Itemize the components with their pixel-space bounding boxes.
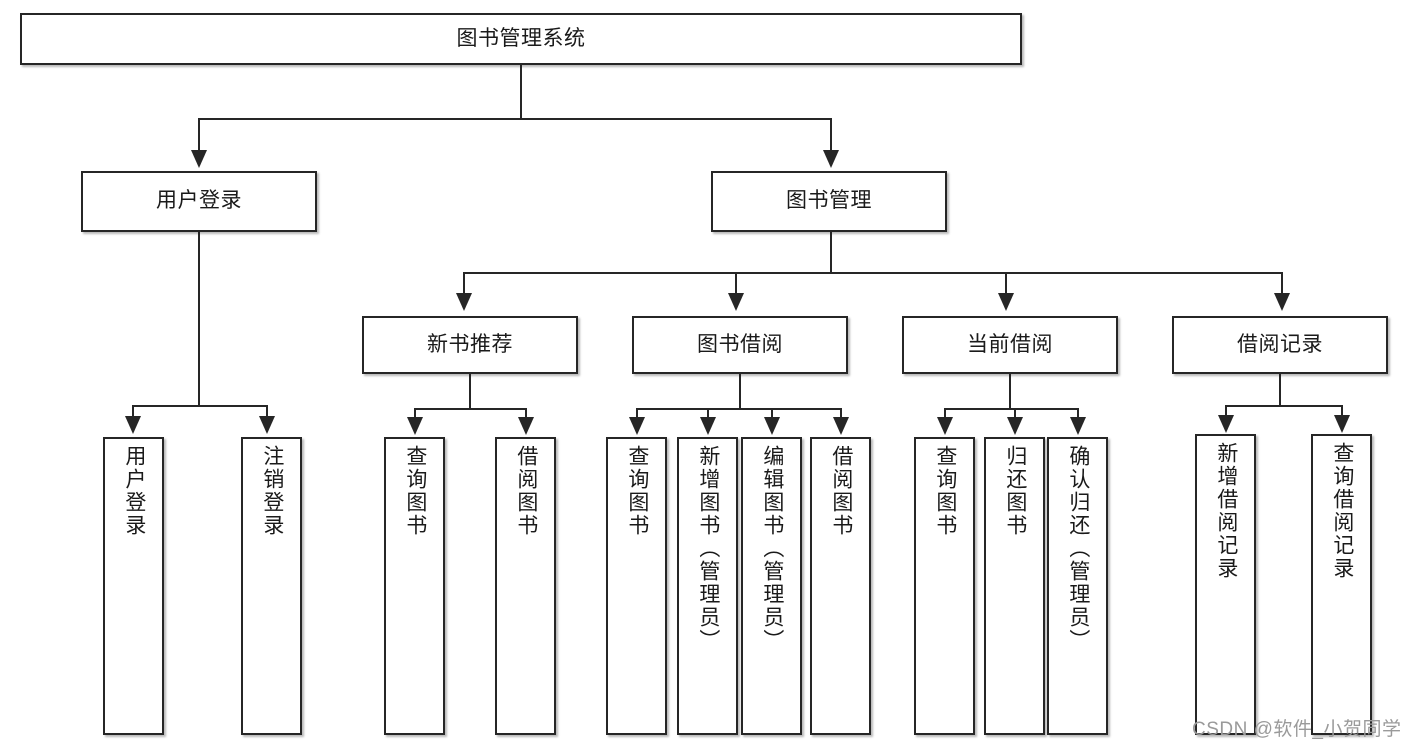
connector-borrow-record-bus: [1225, 405, 1343, 407]
connector-book-borrow-drop-3: [771, 408, 773, 418]
arrowhead-to-book-management: [823, 150, 839, 168]
node-label: 借阅图书: [829, 445, 853, 537]
node-label: 图书管理: [786, 189, 872, 213]
node-label: 查询图书: [933, 445, 957, 537]
arrowhead-to-new-book-leaf-2: [518, 417, 534, 435]
connector-level3-bus: [463, 272, 1281, 274]
node-new-book-recommend[interactable]: 新书推荐: [362, 316, 578, 374]
node-label: 归还图书: [1003, 445, 1027, 537]
leaf-add-borrow-record[interactable]: 新增借阅记录: [1195, 434, 1256, 735]
node-label: 图书管理系统: [456, 26, 586, 50]
connector-borrow-record-stem: [1279, 374, 1281, 405]
node-label: 新增借阅记录: [1214, 442, 1238, 580]
connector-new-book-bus: [414, 408, 527, 410]
leaf-borrow-book-new[interactable]: 借阅图书: [495, 437, 556, 735]
connector-new-book-drop-1: [414, 408, 416, 418]
arrowhead-to-new-book: [456, 293, 472, 311]
node-current-borrow[interactable]: 当前借阅: [902, 316, 1118, 374]
node-book-borrow[interactable]: 图书借阅: [632, 316, 848, 374]
node-label: 编辑图书（管理员）: [760, 445, 784, 652]
node-label: 查询图书: [625, 445, 649, 537]
leaf-user-login[interactable]: 用户登录: [103, 437, 164, 735]
arrowhead-to-current-borrow-leaf-3: [1070, 417, 1086, 435]
connector-level2-bus: [198, 118, 832, 120]
connector-book-borrow-bus: [636, 408, 842, 410]
connector-level3-drop-2: [735, 272, 737, 294]
arrowhead-to-borrow-record-leaf-1: [1218, 415, 1234, 433]
leaf-query-borrow-record[interactable]: 查询借阅记录: [1311, 434, 1372, 735]
leaf-query-book-new[interactable]: 查询图书: [384, 437, 445, 735]
connector-level3-drop-3: [1005, 272, 1007, 294]
node-label: 当前借阅: [967, 332, 1053, 356]
node-label: 用户登录: [122, 445, 146, 537]
arrowhead-to-borrow-record: [1274, 293, 1290, 311]
connector-level2-drop-right: [830, 118, 832, 151]
node-label: 用户登录: [156, 189, 242, 213]
arrowhead-to-user-login: [191, 150, 207, 168]
connector-book-borrow-drop-1: [636, 408, 638, 418]
arrowhead-to-book-borrow-leaf-3: [764, 417, 780, 435]
connector-root-stem: [520, 65, 522, 118]
node-root-book-management-system[interactable]: 图书管理系统: [20, 13, 1022, 65]
connector-current-borrow-drop-2: [1014, 408, 1016, 418]
arrowhead-to-current-borrow-leaf-2: [1007, 417, 1023, 435]
node-label: 注销登录: [260, 445, 284, 537]
arrowhead-to-book-borrow-leaf-1: [629, 417, 645, 435]
node-label: 查询图书: [403, 445, 427, 537]
arrowhead-to-book-borrow-leaf-4: [833, 417, 849, 435]
leaf-borrow-book[interactable]: 借阅图书: [810, 437, 871, 735]
leaf-query-book-current[interactable]: 查询图书: [914, 437, 975, 735]
connector-book-borrow-stem: [739, 374, 741, 408]
node-label: 确认归还（管理员）: [1066, 445, 1090, 652]
connector-new-book-stem: [469, 374, 471, 408]
connector-book-borrow-drop-4: [840, 408, 842, 418]
connector-user-login-bus: [132, 405, 268, 407]
connector-user-login-drop-1: [132, 405, 134, 417]
arrowhead-to-user-login-leaf: [125, 416, 141, 434]
arrowhead-to-borrow-record-leaf-2: [1334, 415, 1350, 433]
connector-level3-drop-4: [1281, 272, 1283, 294]
connector-user-login-stem: [198, 232, 200, 405]
node-label: 新书推荐: [427, 332, 513, 356]
connector-current-borrow-bus: [944, 408, 1078, 410]
node-book-management[interactable]: 图书管理: [711, 171, 947, 232]
leaf-query-book-borrow[interactable]: 查询图书: [606, 437, 667, 735]
arrowhead-to-current-borrow: [998, 293, 1014, 311]
connector-user-login-drop-2: [266, 405, 268, 417]
leaf-edit-book-admin[interactable]: 编辑图书（管理员）: [741, 437, 802, 735]
connector-current-borrow-stem: [1009, 374, 1011, 408]
connector-level3-drop-1: [463, 272, 465, 294]
connector-level2-drop-left: [198, 118, 200, 151]
node-label: 借阅图书: [514, 445, 538, 537]
leaf-add-book-admin[interactable]: 新增图书（管理员）: [677, 437, 738, 735]
node-label: 新增图书（管理员）: [696, 445, 720, 652]
node-borrow-record[interactable]: 借阅记录: [1172, 316, 1388, 374]
arrowhead-to-book-borrow-leaf-2: [700, 417, 716, 435]
node-label: 查询借阅记录: [1330, 442, 1354, 580]
connector-new-book-drop-2: [525, 408, 527, 418]
node-label: 借阅记录: [1237, 332, 1323, 356]
connector-current-borrow-drop-1: [944, 408, 946, 418]
connector-book-borrow-drop-2: [707, 408, 709, 418]
arrowhead-to-new-book-leaf-1: [407, 417, 423, 435]
connector-borrow-record-drop-2: [1341, 405, 1343, 416]
arrowhead-to-logout-leaf: [259, 416, 275, 434]
leaf-logout[interactable]: 注销登录: [241, 437, 302, 735]
connector-current-borrow-drop-3: [1077, 408, 1079, 418]
arrowhead-to-current-borrow-leaf-1: [937, 417, 953, 435]
node-label: 图书借阅: [697, 332, 783, 356]
leaf-confirm-return-admin[interactable]: 确认归还（管理员）: [1047, 437, 1108, 735]
connector-borrow-record-drop-1: [1225, 405, 1227, 416]
arrowhead-to-book-borrow: [728, 293, 744, 311]
node-user-login[interactable]: 用户登录: [81, 171, 317, 232]
connector-book-management-stem: [830, 232, 832, 272]
watermark-text: CSDN @软件_小贺同学: [1192, 719, 1402, 740]
leaf-return-book[interactable]: 归还图书: [984, 437, 1045, 735]
